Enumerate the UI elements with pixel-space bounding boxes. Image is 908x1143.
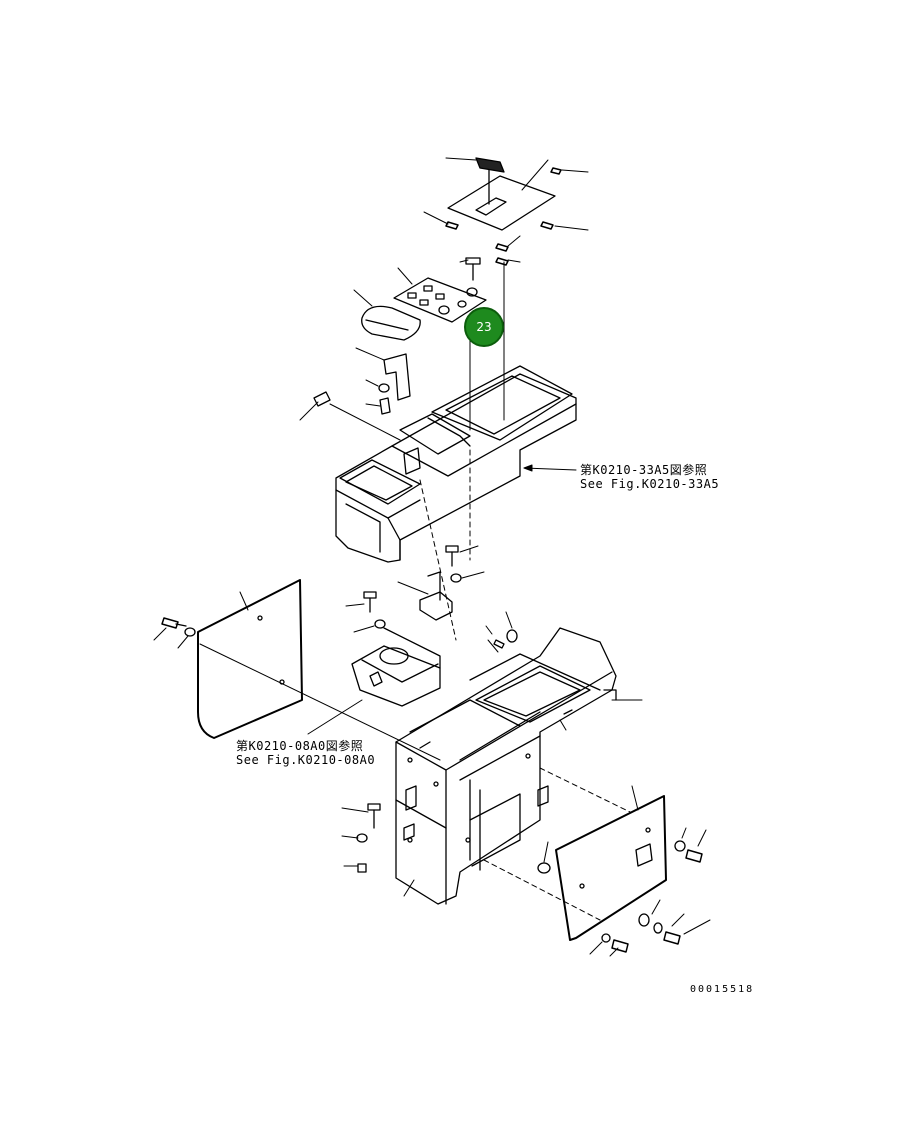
reference-note-08a0: 第K0210-08A0図参照 See Fig.K0210-08A0 bbox=[236, 739, 375, 767]
main-frame bbox=[395, 627, 617, 905]
callout-number: 23 bbox=[476, 320, 492, 334]
side-panel-right bbox=[555, 785, 667, 941]
leader-lines-frame bbox=[403, 611, 643, 921]
leader-lines-console bbox=[419, 449, 577, 641]
reference-jp: 第K0210-33A5図参照 bbox=[580, 463, 708, 477]
top-cover-plate bbox=[447, 167, 556, 231]
cover-pad bbox=[361, 305, 421, 341]
reference-en: See Fig.K0210-08A0 bbox=[236, 753, 376, 767]
leader-lines-top bbox=[423, 157, 589, 421]
pin-part bbox=[299, 391, 401, 441]
switch-panel-plate bbox=[393, 277, 487, 323]
callout-badge-23[interactable]: 23 bbox=[464, 307, 504, 347]
leader-lines-panel bbox=[353, 259, 471, 431]
reference-note-33a5: 第K0210-33A5図参照 See Fig.K0210-33A5 bbox=[580, 463, 719, 491]
reference-en: See Fig.K0210-33A5 bbox=[580, 477, 720, 491]
bolts-right bbox=[589, 827, 711, 957]
small-clips bbox=[445, 167, 562, 266]
drawing-id: 00015518 bbox=[690, 984, 755, 995]
bolts-mid bbox=[345, 545, 485, 633]
console-box bbox=[335, 365, 577, 563]
grommets bbox=[493, 629, 551, 874]
mid-bracket bbox=[397, 571, 453, 621]
reference-jp: 第K0210-08A0図参照 bbox=[236, 739, 364, 753]
bolt-small bbox=[465, 257, 481, 297]
base-bracket bbox=[307, 627, 441, 735]
side-panel-left bbox=[197, 579, 441, 761]
lever-bracket bbox=[355, 347, 411, 415]
grip-handle bbox=[475, 157, 505, 173]
bolts-left bbox=[153, 617, 196, 649]
bolts-frame-left bbox=[341, 803, 381, 873]
